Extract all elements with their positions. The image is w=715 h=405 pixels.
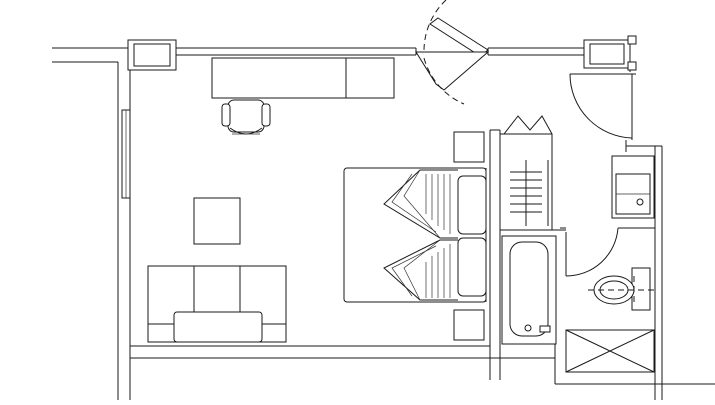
vanity [612, 156, 654, 218]
balcony-door [416, 0, 488, 104]
wardrobe [500, 116, 566, 230]
entry-door [570, 74, 636, 140]
partition-wall [490, 130, 500, 380]
shaft [566, 330, 654, 372]
bed [344, 168, 486, 302]
bathtub [502, 236, 556, 344]
desk-chair [222, 100, 270, 134]
nightstand-lower [454, 310, 484, 340]
coffee-table [194, 198, 240, 244]
desk [212, 58, 394, 98]
window-frames [122, 36, 636, 198]
sofa [148, 266, 286, 342]
bathroom-door [560, 228, 655, 276]
toilet [588, 268, 656, 310]
nightstand-upper [454, 132, 484, 162]
